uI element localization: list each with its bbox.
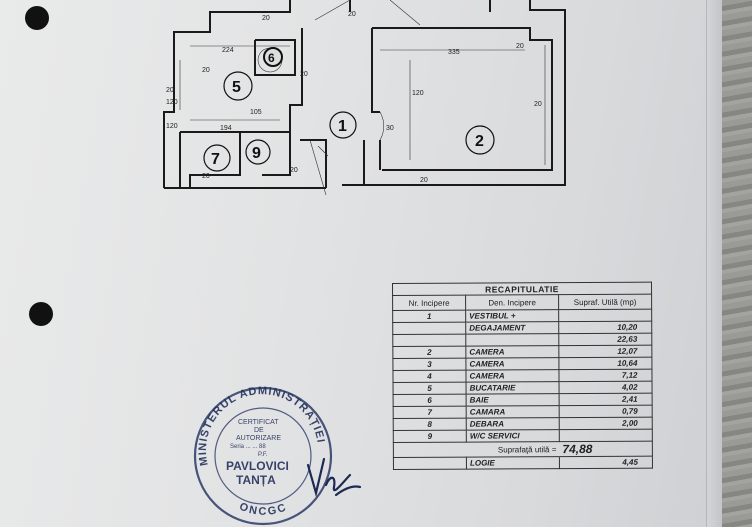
recap-total-value: 74,88 [559,441,653,457]
recap-cell-nr: 4 [392,370,467,383]
room-label-7: 7 [211,151,220,168]
stamp-line-4: Seria ... ... 88 [230,444,266,450]
official-stamp: MINISTERUL ADMINISTRAȚIEI ȘI INTERNELOR … [186,380,333,526]
recap-cell-nr: 5 [393,382,467,395]
plan-wall-bath [189,132,241,188]
recap-cell-name: CAMERA [465,357,559,371]
dim-label: 20 [166,87,174,94]
recap-cell-nr: 6 [393,394,467,407]
paper-edge [706,0,723,527]
recap-cell-area: 7,12 [558,369,653,382]
recap-cell-nr: 2 [392,346,466,359]
plan-wall-room2 [372,27,553,171]
stamp-name-1: PAVLOVICI [226,459,289,473]
room-label-9: 9 [252,145,261,162]
dim-label: 20 [202,67,210,74]
paper-sheet [0,0,722,527]
recap-cell-area [559,429,653,442]
recap-cell-nr: 9 [393,430,467,443]
recap-cell-nr [392,334,466,347]
dim-label: 224 [222,47,234,54]
stamp-line-5: P.F. [258,452,268,458]
recap-header-nr: Nr. Incipere [392,295,466,311]
recap-cell-name: CAMERA [465,345,559,359]
dim-label: 194 [220,125,232,132]
plan-wall-corridor [300,139,327,188]
dim-label: 20 [290,167,298,174]
dim-label: 20 [202,173,210,180]
dim-label: 30 [386,125,394,132]
stamp-name-2: TANȚA [236,473,276,487]
dim-label: 20 [420,177,428,184]
stamp-bottom-text: ONCGC [238,501,288,518]
plan-wall-outer-left [163,0,291,188]
plan-wall-kitchen [262,28,303,176]
dim-label: 20 [534,101,542,108]
floor-plan: 1 2 5 6 7 9 20 224 20 20 20 120 105 194 … [163,0,566,196]
recap-cell-area: 0,79 [559,405,653,418]
stamp-line-3: AUTORIZARE [236,435,281,442]
recap-cell-area: 22,63 [558,333,652,346]
plan-wall-right [342,0,566,186]
dim-label: 20 [348,11,356,18]
punch-hole-top [25,6,49,30]
recap-cell-area: 2,41 [559,393,653,406]
recap-cell-name: BUCATARIE [466,381,560,395]
recap-cell-nr: 7 [393,406,467,419]
recap-cell-nr: 1 [392,310,466,323]
room-label-6: 6 [268,51,275,65]
dim-label: 20 [262,15,270,22]
recap-cell-nr [392,322,466,335]
recap-extra-label: LOGIE [466,456,560,470]
recap-cell-name: DEGAJAMENT [465,321,559,335]
recap-cell-area: 10,64 [558,357,652,370]
recap-extra-value: 4,45 [559,456,653,469]
backdrop-surface [722,0,752,527]
punch-hole-bottom [29,302,53,326]
dim-label: 335 [448,49,460,56]
recap-cell-name: VESTIBUL + [465,309,559,323]
stamp-line-2: DE [254,427,264,434]
recap-cell-nr: 8 [393,418,467,431]
recap-cell-area: 4,02 [559,381,653,394]
recap-cell-name: W/C SERVICI [466,429,560,443]
recap-cell-name: DEBARA [466,417,560,431]
dim-label: 20 [516,43,524,50]
recap-cell-name: BAIE [466,393,560,407]
dim-label: 120 [166,123,178,130]
handwritten-signature [306,457,362,498]
recap-cell-area: 2,00 [559,417,653,430]
recap-table: RECAPITULATIE Nr. Incipere Den. Incipere… [392,282,653,527]
svg-text:ONCGC: ONCGC [238,501,290,518]
recap-cell-area: 12,07 [558,345,652,358]
dim-label: 20 [300,71,308,78]
plan-wall-closet [254,39,296,76]
room-label-1: 1 [338,118,347,135]
stamp-line-1: CERTIFICAT [238,419,279,426]
recap-cell-name: CAMERA [465,369,560,383]
plan-wall-room1-left [371,28,380,113]
dim-label: 105 [250,109,262,116]
room-label-2: 2 [475,133,484,150]
dim-label: 120 [412,90,424,97]
recap-cell-area [558,309,652,322]
recap-cell-name [465,333,559,347]
recap-header-area: Supraf. Utilă (mp) [558,294,652,310]
recap-cell-nr: 3 [392,358,466,371]
recap-cell-name: CAMARA [466,405,560,419]
dim-label: 120 [166,99,178,106]
room-label-5: 5 [232,79,241,96]
recap-header-name: Den. Incipere [465,294,559,311]
recap-cell-area: 10,20 [558,321,652,334]
recap-total-label: Suprafaţă utilă = [393,441,560,458]
